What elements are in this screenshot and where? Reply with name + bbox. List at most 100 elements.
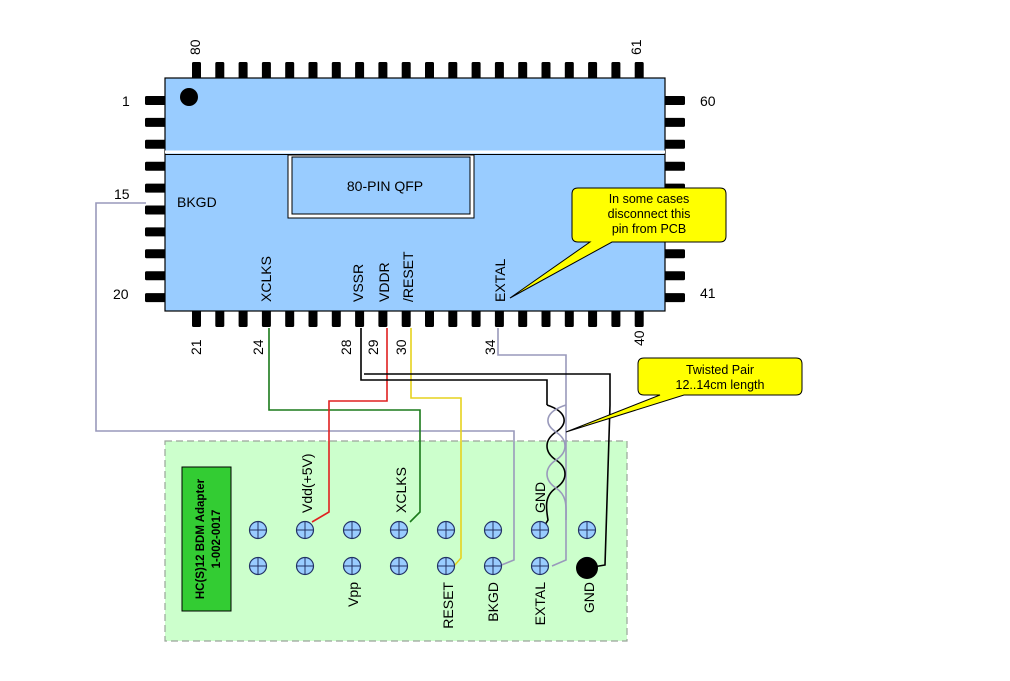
chip-pin [145,227,167,237]
adapter-label-bkgd: BKGD [485,582,501,622]
chip-pin [448,309,458,327]
connector-pin [577,520,597,540]
chip-pin [663,271,685,281]
chip-pin [541,309,551,327]
chip-pin [425,62,434,80]
chip-pin [588,309,598,327]
chip-pin [145,139,167,149]
connector-pin [389,556,409,576]
chip-pin [634,309,644,327]
gnd-solder-dot [576,557,598,579]
chip-pin [308,309,318,327]
adapter-label-box [181,466,232,612]
chip-pin [285,62,295,80]
chip-pin [471,309,481,327]
chip-pin [331,309,341,327]
chip-pin [192,309,201,327]
wire-vssr-gnd [360,328,548,405]
adapter-board [164,440,628,642]
chip-pin [238,62,248,80]
pin-number-30: 30 [393,339,409,355]
chip-pin [401,62,411,80]
chip-pin [145,96,167,105]
adapter-label-xclks-top: XCLKS [393,467,409,513]
connector-pin [483,520,503,540]
chip-pin [355,309,365,327]
adapter-label-line2: 1-002-0017 [211,510,223,569]
pin-number-80: 80 [187,39,203,55]
pin-number-29: 29 [365,339,381,355]
wire-vdd [311,328,388,523]
chip-pins-left [145,96,167,303]
wire-bkgd [95,202,515,567]
chip-pin [401,309,411,327]
pin-number-21: 21 [188,339,204,355]
pin-number-60: 60 [700,93,716,109]
adapter-label-vpp: Vpp [345,582,361,607]
pin-number-20: 20 [113,286,129,302]
pin-number-34: 34 [482,339,498,355]
package-label-inner [291,156,471,215]
wire-vssr-gnd-2 [364,373,611,569]
wire-twisted-pair-gray [546,404,567,521]
chip-pin [215,62,225,80]
chip-pin [145,271,167,281]
callout-twisted-pair: Twisted Pair 12..14cm length [565,357,803,433]
pin-number-24: 24 [250,339,266,355]
chip-pin [634,62,644,80]
connector-pin [483,556,503,576]
connector-pin [530,520,550,540]
chip-label-extal: EXTAL [492,258,508,302]
chip-pin [192,62,201,80]
connector-pin [342,520,362,540]
chip-pin [261,309,271,327]
adapter-label-gnd-bottom: GND [581,582,597,613]
wire-extal [497,328,567,567]
chip-pin [518,62,528,80]
chip-pin [425,309,434,327]
pin-number-28: 28 [338,339,354,355]
chip-pin [145,249,167,259]
chip-pins-bottom [192,309,644,327]
callout-disconnect-line2: disconnect this [608,207,691,221]
connector-pin [530,556,550,576]
chip-pin [331,62,341,80]
chip-pin [663,161,685,171]
chip-pin [308,62,318,80]
wire-xclks [268,328,421,523]
chip-label-xclks: XCLKS [258,256,274,302]
chip-label-vddr: VDDR [376,262,392,302]
chip-pin [564,309,574,327]
chip-pin [494,309,504,327]
chip-pin [611,309,621,327]
chip-label-reset: /RESET [400,251,416,302]
pin-number-61: 61 [628,39,644,55]
chip-pin [663,117,685,127]
connector-pin [436,520,456,540]
chip-pin [448,62,458,80]
chip-pin [378,62,388,80]
adapter-label-vdd: Vdd(+5V) [299,453,315,513]
connector-pin [342,556,362,576]
pin-number-40: 40 [631,330,647,346]
chip-pin [611,62,621,80]
connector-pin [389,520,409,540]
package-label: 80-PIN QFP [347,178,423,194]
chip-pin [663,96,685,105]
pin1-marker [180,88,198,106]
chip-pin [663,139,685,149]
chip-pin [471,62,481,80]
adapter-label-line1: HC(S)12 BDM Adapter [195,478,207,599]
connector-pin [436,556,456,576]
chip-pin [145,161,167,171]
connector-pin [248,556,268,576]
callout-disconnect-line1: In some cases [609,192,690,206]
chip-pin [145,183,167,193]
chip-pin [285,309,295,327]
chip-pin [518,309,528,327]
chip-pin [564,62,574,80]
chip-pin [215,309,225,327]
callout-disconnect-line3: pin from PCB [612,222,686,236]
chip-pin [355,62,365,80]
